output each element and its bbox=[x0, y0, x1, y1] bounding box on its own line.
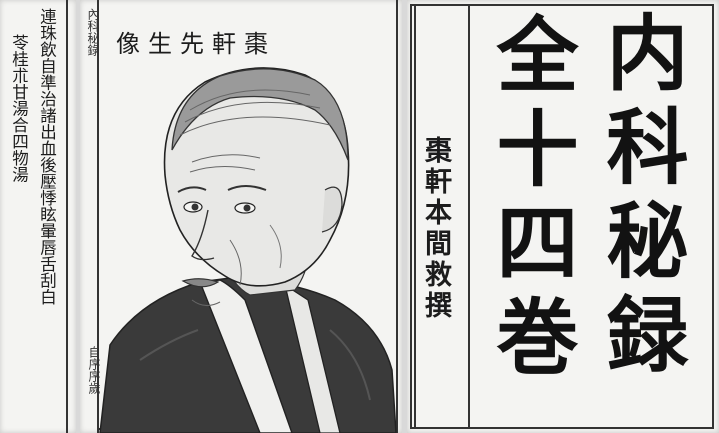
left-page-border bbox=[66, 0, 68, 433]
portrait-nose bbox=[191, 209, 215, 261]
left-text-column-2: 苓桂朮甘湯合四物湯 bbox=[9, 34, 29, 183]
portrait-mouth bbox=[181, 278, 220, 288]
portrait-collar bbox=[199, 279, 293, 433]
title-frame-right bbox=[712, 4, 714, 429]
title-frame-bottom bbox=[410, 427, 713, 429]
title-frame-divider bbox=[468, 4, 470, 429]
left-page bbox=[0, 0, 76, 433]
title-page bbox=[407, 0, 719, 433]
portrait-hair bbox=[171, 68, 349, 161]
title-frame-top bbox=[410, 4, 713, 6]
title-frame-inner-left bbox=[414, 4, 416, 429]
left-text-column-1: 連珠飲自準治諸出血後壓悸眩暈唇舌刮白 bbox=[37, 8, 57, 305]
title-column-1: 内科秘録 bbox=[592, 10, 687, 386]
portrait-frame-right bbox=[396, 0, 398, 433]
title-column-2: 全十四巻 bbox=[482, 12, 577, 388]
author-line: 棗軒本間救撰 bbox=[420, 136, 451, 322]
title-frame-outer-left bbox=[410, 4, 412, 429]
portrait-frame-left bbox=[97, 0, 99, 433]
portrait-edge-label-bottom: 自序序歲 bbox=[87, 346, 101, 394]
portrait-illustration bbox=[99, 67, 397, 433]
portrait-edge-label-top: 內科秘錄 bbox=[86, 8, 100, 56]
portrait-title: 像生先軒棗 bbox=[116, 30, 276, 58]
